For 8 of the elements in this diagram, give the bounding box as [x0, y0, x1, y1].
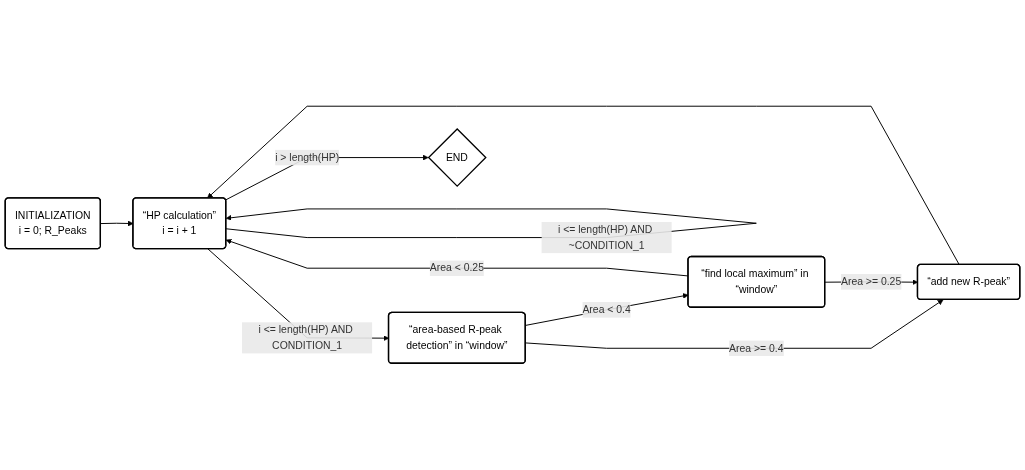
- node-diamond: END: [427, 128, 487, 188]
- edge-label: i > length(HP): [275, 151, 340, 164]
- edge-label: Area >= 0.4: [729, 342, 784, 354]
- edge-label: Area >= 0.25: [840, 276, 902, 288]
- edge-label: Area < 0.25: [429, 262, 484, 274]
- edge-label: i <= length(HP) AND ~CONDITION_1: [557, 224, 653, 251]
- edge-label: i <= length(HP) AND CONDITION_1: [258, 324, 353, 352]
- edge-label: Area < 0.4: [582, 304, 631, 316]
